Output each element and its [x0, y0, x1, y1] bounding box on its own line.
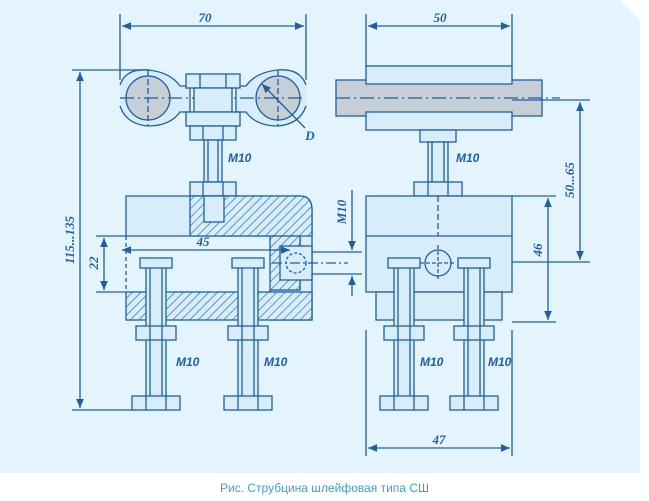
dim-47-text: 47: [432, 432, 447, 447]
dim-50-65-text: 50...65: [562, 162, 577, 198]
dim-50-text: 50: [434, 10, 448, 25]
dim-47-line: [365, 330, 513, 456]
label-m10-bottom-side-left: M10: [420, 355, 444, 369]
dim-46-line: [512, 195, 556, 323]
bolt-bottom-front-left: [131, 257, 181, 411]
bolt-bottom-front-right: [223, 257, 273, 411]
dim-50-line: [365, 14, 513, 66]
dim-70-line: [119, 14, 307, 80]
dim-70-text: 70: [199, 10, 213, 25]
dim-d-text: D: [304, 128, 315, 143]
dim-22-line: [96, 235, 126, 293]
label-m10-bottom-front-right: M10: [264, 355, 288, 369]
dim-115-135-line: [72, 69, 150, 411]
diameter-leader: [261, 83, 306, 129]
label-m10-top-side: M10: [456, 151, 480, 165]
corner-fold-icon: [620, 0, 640, 20]
wire-clamp-side: [335, 65, 560, 143]
dim-46-text: 46: [530, 243, 545, 258]
bolt-bottom-side-left: [379, 257, 429, 411]
wire-clamp-front: [119, 69, 307, 141]
dim-m10-body: [272, 190, 362, 296]
dim-22-text: 22: [86, 256, 101, 271]
label-m10-bottom-front-left: M10: [176, 355, 200, 369]
dim-45-text: 45: [196, 234, 211, 249]
bolt-bottom-side-right: [449, 257, 499, 411]
stud-top-front: [189, 139, 237, 197]
dim-m10-body-text: M10: [334, 199, 349, 225]
dim-115-135-text: 115...135: [62, 215, 77, 264]
label-m10-top-front: M10: [228, 151, 252, 165]
label-m10-bottom-side-right: M10: [488, 355, 512, 369]
figure-caption: Рис. Струбцина шлейфовая типа СШ: [220, 481, 429, 495]
